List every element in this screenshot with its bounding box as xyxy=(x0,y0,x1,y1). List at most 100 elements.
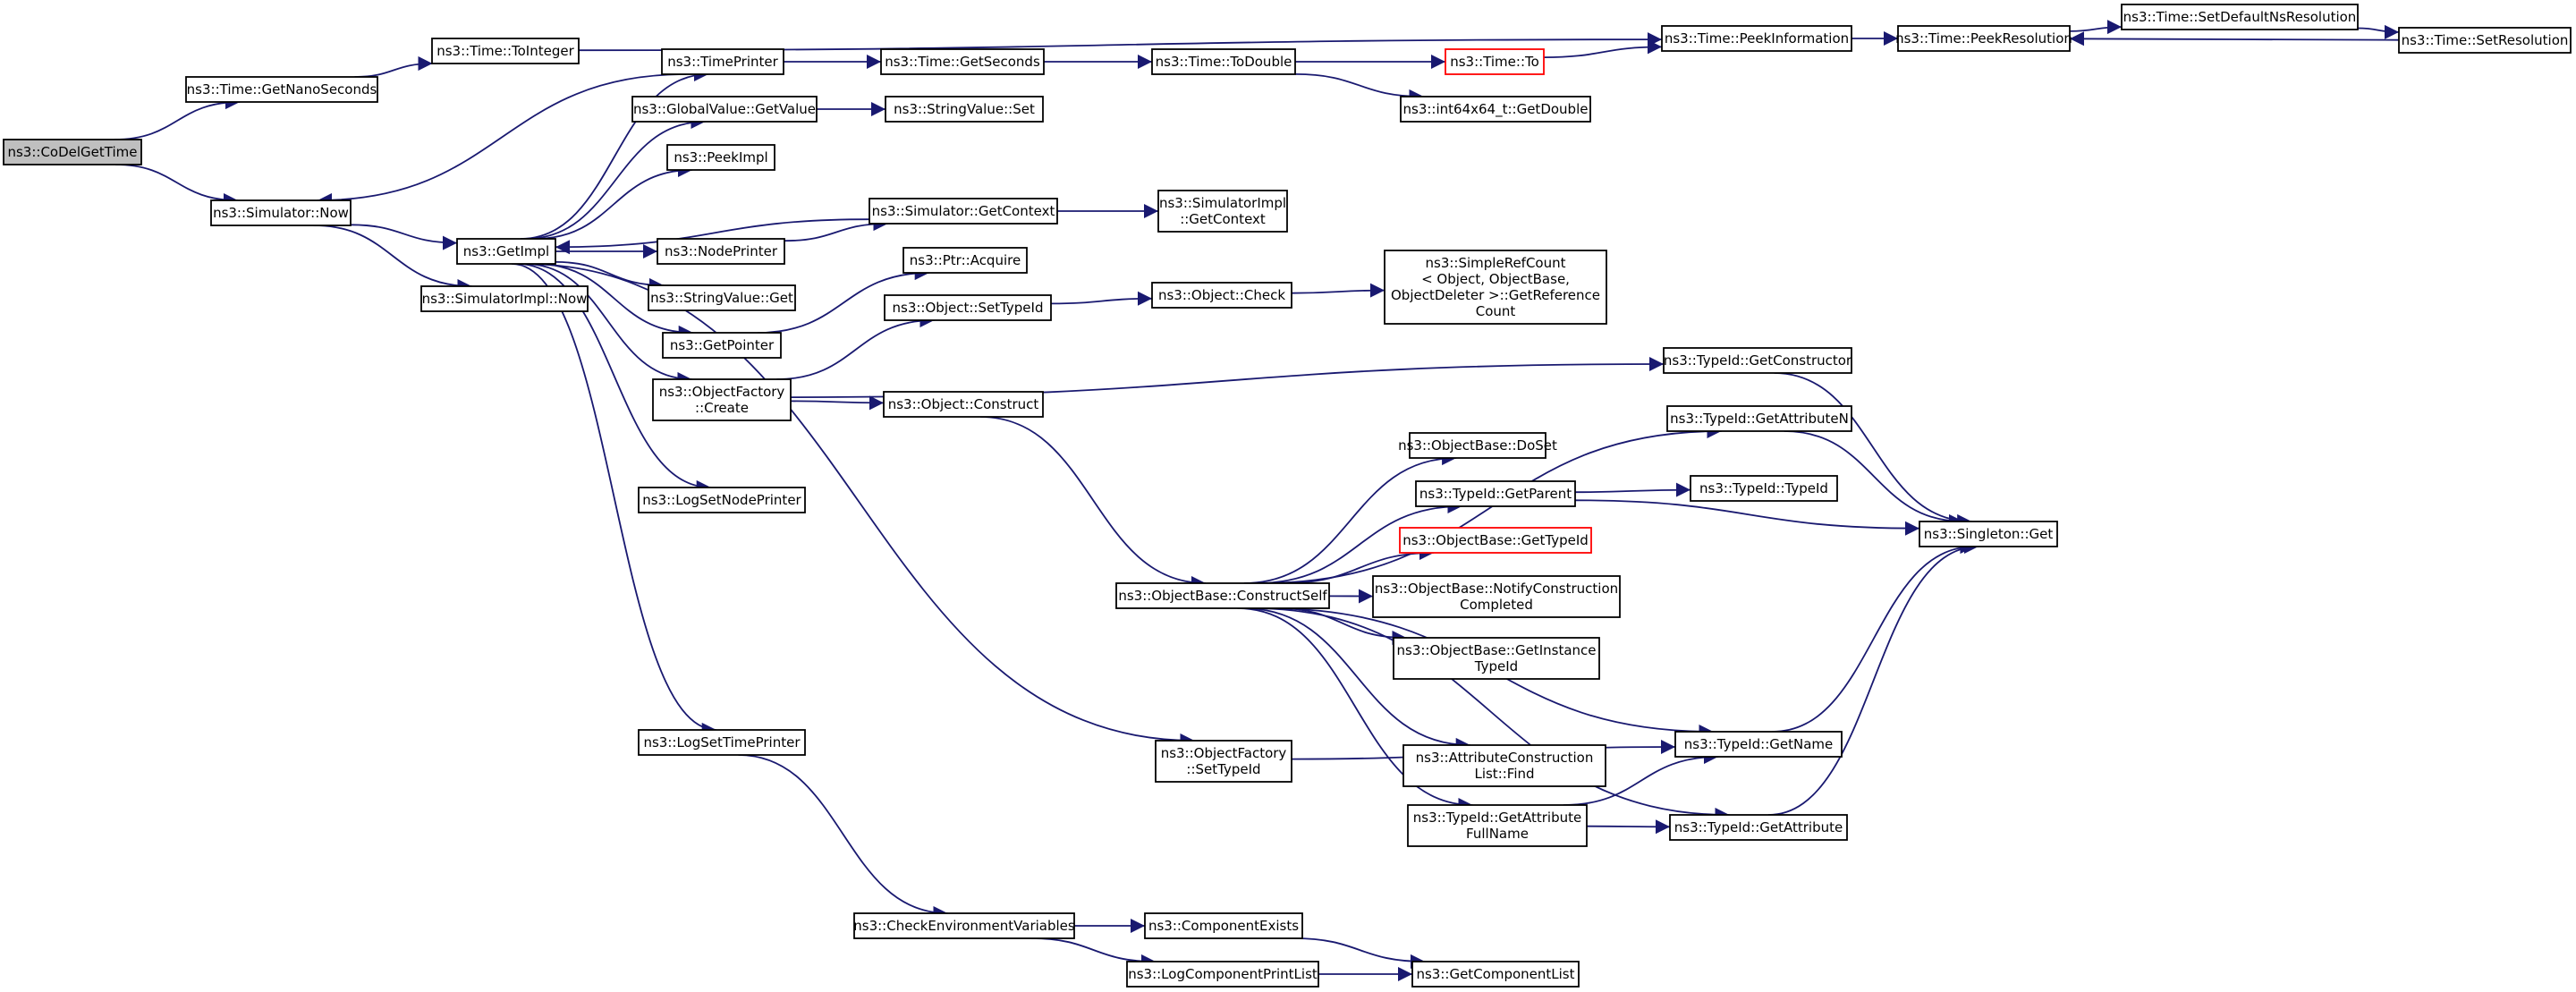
edge-n16-n30 xyxy=(790,395,885,411)
node-n39[interactable]: ns3::ObjectBase::NotifyConstructionCompl… xyxy=(1372,575,1621,618)
node-label: ns3::TimePrinter xyxy=(667,54,778,70)
node-label: Count xyxy=(1476,303,1516,319)
node-n26[interactable]: ns3::Ptr::Acquire xyxy=(902,247,1028,274)
node-n32[interactable]: ns3::TypeId::GetAttributeN xyxy=(1666,405,1852,432)
node-n18[interactable]: ns3::LogSetTimePrinter xyxy=(638,729,806,756)
node-label: ns3::Time::To xyxy=(1450,54,1539,70)
node-label: ::Create xyxy=(695,400,749,416)
node-n7[interactable]: ns3::Time::SetResolution xyxy=(2398,27,2572,54)
node-n2[interactable]: ns3::Simulator::Now xyxy=(210,199,352,226)
node-box xyxy=(1407,804,1588,847)
node-n0[interactable]: ns3::CoDelGetTime xyxy=(3,139,142,165)
node-n8[interactable]: ns3::GetImpl xyxy=(456,238,556,265)
node-box xyxy=(1409,432,1546,459)
edge-n31-n33 xyxy=(1774,372,1972,530)
node-n21[interactable]: ns3::Time::To xyxy=(1445,48,1545,75)
node-n15[interactable]: ns3::GetPointer xyxy=(662,332,782,359)
node-label: ns3::ObjectFactory xyxy=(1161,745,1287,761)
edge-n8-n16 xyxy=(524,263,692,387)
node-box xyxy=(1669,814,1848,841)
node-n22[interactable]: ns3::int64x64_t::GetDouble xyxy=(1400,96,1591,123)
node-box xyxy=(2398,27,2572,54)
node-n49[interactable]: ns3::GetComponentList xyxy=(1411,961,1580,988)
node-n11[interactable]: ns3::GlobalValue::GetValue xyxy=(631,96,818,123)
node-n17[interactable]: ns3::LogSetNodePrinter xyxy=(638,487,806,513)
node-n5[interactable]: ns3::Time::PeekResolution xyxy=(1895,25,2072,52)
node-n3[interactable]: ns3::Time::ToInteger xyxy=(431,38,580,64)
node-n48[interactable]: ns3::LogComponentPrintList xyxy=(1126,961,1319,988)
node-n19[interactable]: ns3::Time::GetSeconds xyxy=(880,48,1045,75)
node-box xyxy=(880,48,1045,75)
node-n45[interactable]: ns3::TypeId::GetAttribute xyxy=(1669,814,1848,841)
node-label: ::GetContext xyxy=(1180,211,1266,227)
node-n13[interactable]: ns3::NodePrinter xyxy=(657,238,785,265)
node-label: TypeId xyxy=(1474,658,1518,674)
node-n9[interactable]: ns3::SimulatorImpl::Now xyxy=(420,285,589,312)
edge-n1-n3 xyxy=(354,55,433,78)
edge-n38-n44 xyxy=(1237,607,1473,813)
node-n47[interactable]: ns3::ComponentExists xyxy=(1144,912,1303,939)
edge-n28-n29 xyxy=(1291,283,1385,298)
node-n25[interactable]: ns3::SimulatorImpl::GetContext xyxy=(1157,190,1288,233)
node-n16[interactable]: ns3::ObjectFactory::Create xyxy=(652,378,792,421)
node-n38[interactable]: ns3::ObjectBase::ConstructSelf xyxy=(1115,582,1330,609)
node-label: ::SetTypeId xyxy=(1186,761,1260,777)
edge-n18-n46 xyxy=(738,754,948,921)
node-label: ns3::SimulatorImpl::Now xyxy=(422,291,588,307)
node-label: ns3::SimpleRefCount xyxy=(1426,255,1566,271)
edge-n35-n33 xyxy=(1574,499,1920,536)
node-label: ns3::Simulator::Now xyxy=(213,205,349,221)
edge-n13-n24 xyxy=(784,216,888,242)
node-box xyxy=(1151,48,1296,75)
node-n41[interactable]: ns3::TypeId::GetName xyxy=(1674,731,1843,758)
node-n20[interactable]: ns3::Time::ToDouble xyxy=(1151,48,1296,75)
node-box xyxy=(1661,25,1852,52)
node-n36[interactable]: ns3::TypeId::TypeId xyxy=(1690,475,1838,502)
edge-n0-n1 xyxy=(114,94,241,140)
node-n6[interactable]: ns3::Time::SetDefaultNsResolution xyxy=(2121,4,2359,30)
edge-n44-n41 xyxy=(1563,749,1719,806)
node-n28[interactable]: ns3::Object::Check xyxy=(1151,282,1292,309)
node-label: ns3::NodePrinter xyxy=(665,243,778,259)
node-n33[interactable]: ns3::Singleton::Get xyxy=(1919,521,2058,547)
node-label: ns3::GetPointer xyxy=(670,337,775,353)
node-label: ns3::TypeId::GetAttributeN xyxy=(1670,411,1849,427)
node-label: < Object, ObjectBase, xyxy=(1421,271,1570,287)
node-box xyxy=(652,378,792,421)
node-n1[interactable]: ns3::Time::GetNanoSeconds xyxy=(185,76,378,103)
edge-n35-n36 xyxy=(1574,482,1691,497)
node-box xyxy=(210,199,352,226)
node-box xyxy=(884,294,1052,321)
node-n31[interactable]: ns3::TypeId::GetConstructor xyxy=(1663,347,1852,374)
node-n37[interactable]: ns3::ObjectBase::GetTypeId xyxy=(1399,527,1592,554)
edge-n8-n17 xyxy=(517,263,711,496)
node-box xyxy=(853,912,1075,939)
node-n12[interactable]: ns3::PeekImpl xyxy=(666,144,775,171)
node-n46[interactable]: ns3::CheckEnvironmentVariables xyxy=(853,912,1075,939)
node-n42[interactable]: ns3::ObjectFactory::SetTypeId xyxy=(1155,740,1292,783)
node-n24[interactable]: ns3::Simulator::GetContext xyxy=(869,198,1058,225)
node-n35[interactable]: ns3::TypeId::GetParent xyxy=(1415,480,1576,507)
node-label: ns3::Simulator::GetContext xyxy=(872,203,1055,219)
node-box xyxy=(648,284,796,311)
node-n29[interactable]: ns3::SimpleRefCount< Object, ObjectBase,… xyxy=(1384,250,1607,325)
node-box xyxy=(666,144,775,171)
node-n27[interactable]: ns3::Object::SetTypeId xyxy=(884,294,1052,321)
node-box xyxy=(1919,521,2058,547)
node-label: ns3::LogSetTimePrinter xyxy=(643,734,801,750)
node-n14[interactable]: ns3::StringValue::Get xyxy=(648,284,796,311)
node-n30[interactable]: ns3::Object::Construct xyxy=(883,391,1044,418)
node-box xyxy=(1666,405,1852,432)
node-label: ns3::ComponentExists xyxy=(1148,918,1299,934)
node-n34[interactable]: ns3::ObjectBase::DoSet xyxy=(1398,432,1557,459)
node-box xyxy=(1690,475,1838,502)
node-n23[interactable]: ns3::StringValue::Set xyxy=(885,96,1044,123)
node-n4[interactable]: ns3::Time::PeekInformation xyxy=(1661,25,1852,52)
edges-layer xyxy=(114,20,2400,982)
edge-n41-n33 xyxy=(1772,538,1975,733)
edge-n21-n4 xyxy=(1543,39,1663,58)
node-n10[interactable]: ns3::TimePrinter xyxy=(661,48,784,75)
